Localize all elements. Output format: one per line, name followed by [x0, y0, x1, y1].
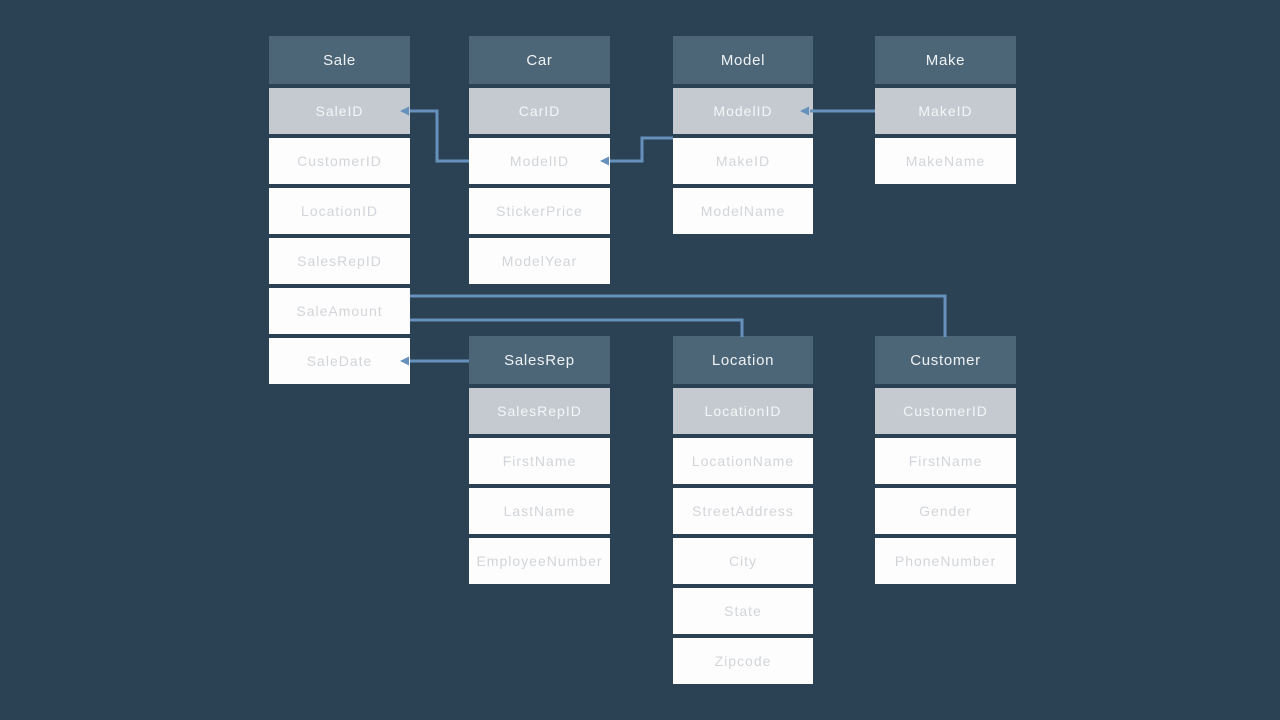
connector-sale-to-location — [410, 318, 744, 337]
field-car-stickerprice: StickerPrice — [469, 188, 610, 234]
field-customer-firstname: FirstName — [875, 438, 1016, 484]
field-location-city: City — [673, 538, 813, 584]
field-sale-salesrepid: SalesRepID — [269, 238, 410, 284]
field-customer-phonenumber: PhoneNumber — [875, 538, 1016, 584]
field-customer-gender: Gender — [875, 488, 1016, 534]
field-location-zipcode: Zipcode — [673, 638, 813, 684]
field-salesrep-salesrepid: SalesRepID — [469, 388, 610, 434]
table-sale-title: Sale — [269, 36, 410, 84]
connector-sale-to-car — [410, 109, 469, 163]
field-sale-saledate: SaleDate — [269, 338, 410, 384]
table-salesrep-title: SalesRep — [469, 336, 610, 384]
field-make-makeid: MakeID — [875, 88, 1016, 134]
field-location-locationname: LocationName — [673, 438, 813, 484]
table-location-title: Location — [673, 336, 813, 384]
connector-car-to-model — [610, 136, 673, 163]
field-car-modelid: ModelID — [469, 138, 610, 184]
field-sale-locationid: LocationID — [269, 188, 410, 234]
field-location-state: State — [673, 588, 813, 634]
field-salesrep-lastname: LastName — [469, 488, 610, 534]
field-location-locationid: LocationID — [673, 388, 813, 434]
field-model-modelid: ModelID — [673, 88, 813, 134]
field-make-makename: MakeName — [875, 138, 1016, 184]
field-sale-saleamount: SaleAmount — [269, 288, 410, 334]
table-model-title: Model — [673, 36, 813, 84]
field-location-streetaddress: StreetAddress — [673, 488, 813, 534]
field-sale-saleid: SaleID — [269, 88, 410, 134]
field-sale-customerid: CustomerID — [269, 138, 410, 184]
table-make-title: Make — [875, 36, 1016, 84]
field-car-carid: CarID — [469, 88, 610, 134]
field-customer-customerid: CustomerID — [875, 388, 1016, 434]
field-model-makeid: MakeID — [673, 138, 813, 184]
table-car-title: Car — [469, 36, 610, 84]
table-customer-title: Customer — [875, 336, 1016, 384]
field-salesrep-firstname: FirstName — [469, 438, 610, 484]
connector-sale-to-customer — [410, 294, 947, 337]
field-car-modelyear: ModelYear — [469, 238, 610, 284]
field-salesrep-employeenumber: EmployeeNumber — [469, 538, 610, 584]
field-model-modelname: ModelName — [673, 188, 813, 234]
